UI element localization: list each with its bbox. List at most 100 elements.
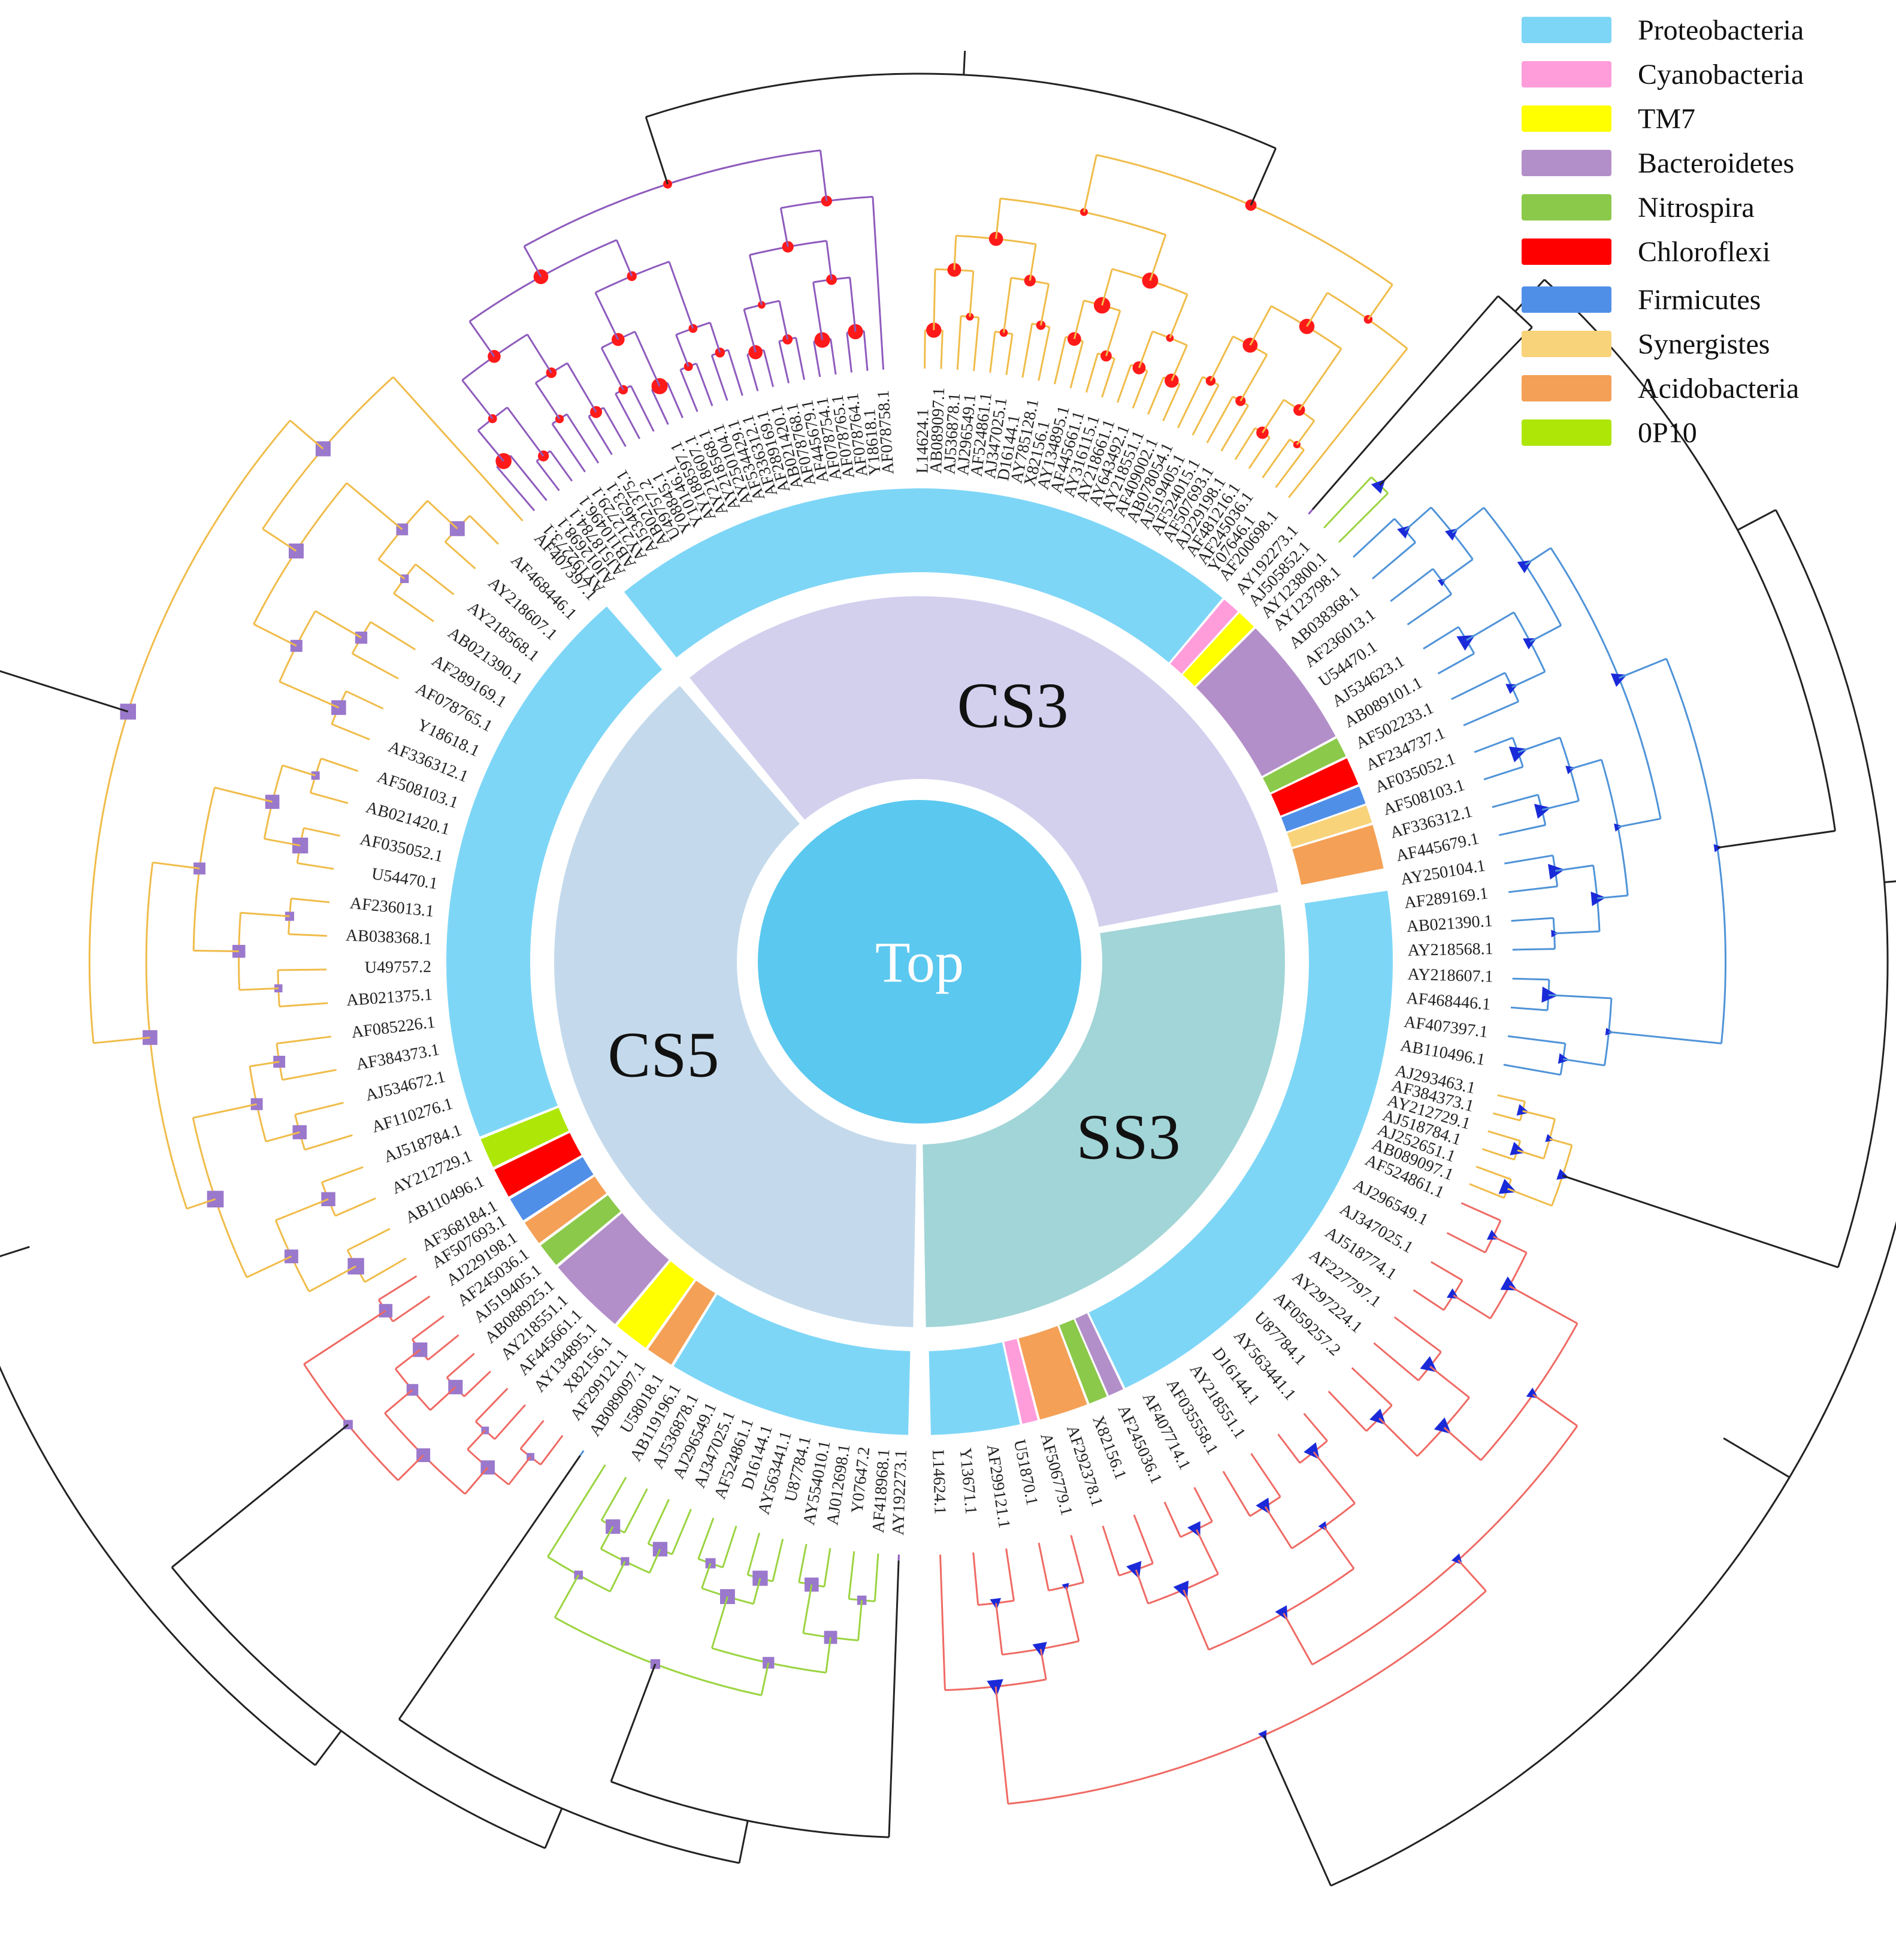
branch	[309, 1265, 356, 1292]
branch	[357, 1166, 364, 1170]
node-marker	[379, 1304, 393, 1318]
branch	[873, 1559, 879, 1602]
branch	[647, 1504, 667, 1544]
branch	[547, 1469, 603, 1558]
sector-label-ss3: SS3	[1076, 1101, 1180, 1173]
sector-label-cs5: CS5	[607, 1020, 719, 1091]
phylum-bar	[446, 606, 663, 1137]
branch	[315, 610, 362, 639]
phylum-bar	[480, 1107, 569, 1167]
branch	[346, 482, 403, 530]
branch	[461, 379, 494, 419]
branch	[186, 1198, 216, 1210]
branch	[1281, 1438, 1301, 1464]
legend-swatch	[1522, 331, 1611, 357]
branch	[1563, 1058, 1605, 1067]
branch	[1278, 449, 1305, 484]
branch	[214, 786, 273, 803]
branch	[1277, 1433, 1283, 1440]
branch	[1134, 370, 1148, 403]
legend-swatch	[1522, 194, 1611, 221]
branch	[1225, 1476, 1251, 1517]
branch	[1023, 323, 1033, 372]
phylum-bar	[673, 1294, 911, 1435]
branch	[1039, 327, 1051, 375]
legend-item: Cyanobacteria	[1522, 56, 1804, 92]
branch	[746, 1538, 759, 1575]
legend-label: Acidobacteria	[1638, 372, 1800, 404]
backbone-arc	[1544, 279, 1836, 831]
sector-cs3	[690, 596, 1278, 927]
branch	[995, 198, 1002, 239]
branch	[989, 366, 992, 373]
branch	[1288, 492, 1293, 499]
branch	[518, 515, 524, 522]
branch	[303, 1310, 386, 1365]
branch	[1513, 1036, 1566, 1044]
branch	[710, 1517, 715, 1524]
branch	[780, 1538, 784, 1545]
branch-arc	[1311, 1425, 1579, 1666]
branch	[1514, 885, 1558, 893]
branch	[933, 269, 936, 331]
branch	[828, 1548, 831, 1554]
branch	[453, 1334, 459, 1340]
branch	[352, 768, 359, 772]
branch	[1498, 1113, 1521, 1122]
branch	[580, 466, 586, 473]
branch	[428, 617, 434, 623]
branch	[649, 1548, 661, 1574]
sector-cs5	[554, 685, 917, 1327]
branch	[778, 300, 789, 340]
branch	[770, 380, 775, 388]
branch	[536, 460, 557, 487]
branch	[813, 341, 820, 372]
branch	[549, 450, 570, 477]
branch	[539, 1420, 545, 1426]
branch	[493, 539, 499, 545]
branch	[496, 466, 531, 507]
branch	[763, 349, 773, 382]
branch	[1474, 749, 1481, 753]
branch	[1487, 1150, 1515, 1161]
branch	[370, 1197, 376, 1202]
branch	[1504, 862, 1511, 865]
branch	[1005, 369, 1008, 375]
backbone-arc	[645, 73, 1277, 149]
leaf-label: AB038368.1	[345, 926, 432, 949]
branch	[567, 475, 573, 482]
branch	[395, 1349, 421, 1370]
branch	[523, 246, 542, 277]
branch	[624, 1493, 646, 1533]
branch	[1492, 1112, 1499, 1116]
branch	[1196, 1492, 1213, 1523]
branch	[1423, 645, 1429, 650]
node-marker	[1242, 337, 1258, 353]
branch	[328, 867, 334, 870]
branch	[412, 1318, 440, 1340]
branch	[1413, 1289, 1419, 1294]
branch	[848, 1557, 855, 1599]
branch	[995, 1603, 1003, 1655]
node-marker	[311, 771, 320, 780]
branch	[748, 255, 763, 306]
branch	[322, 1002, 328, 1005]
branch	[554, 1574, 580, 1618]
branch-arc	[88, 419, 291, 1043]
branch	[940, 330, 944, 363]
branch	[786, 377, 790, 383]
branch	[1306, 292, 1329, 327]
branch	[1039, 1548, 1050, 1591]
branch	[1039, 1648, 1047, 1680]
branch	[830, 339, 836, 369]
branch	[1005, 1548, 1008, 1555]
branch	[1327, 1390, 1333, 1397]
branch	[1071, 340, 1084, 383]
branch	[834, 368, 837, 375]
branch	[798, 1550, 806, 1583]
branch	[1296, 420, 1316, 445]
node-marker	[848, 324, 863, 340]
backbone-branch	[1311, 295, 1499, 511]
branch	[972, 1552, 975, 1559]
